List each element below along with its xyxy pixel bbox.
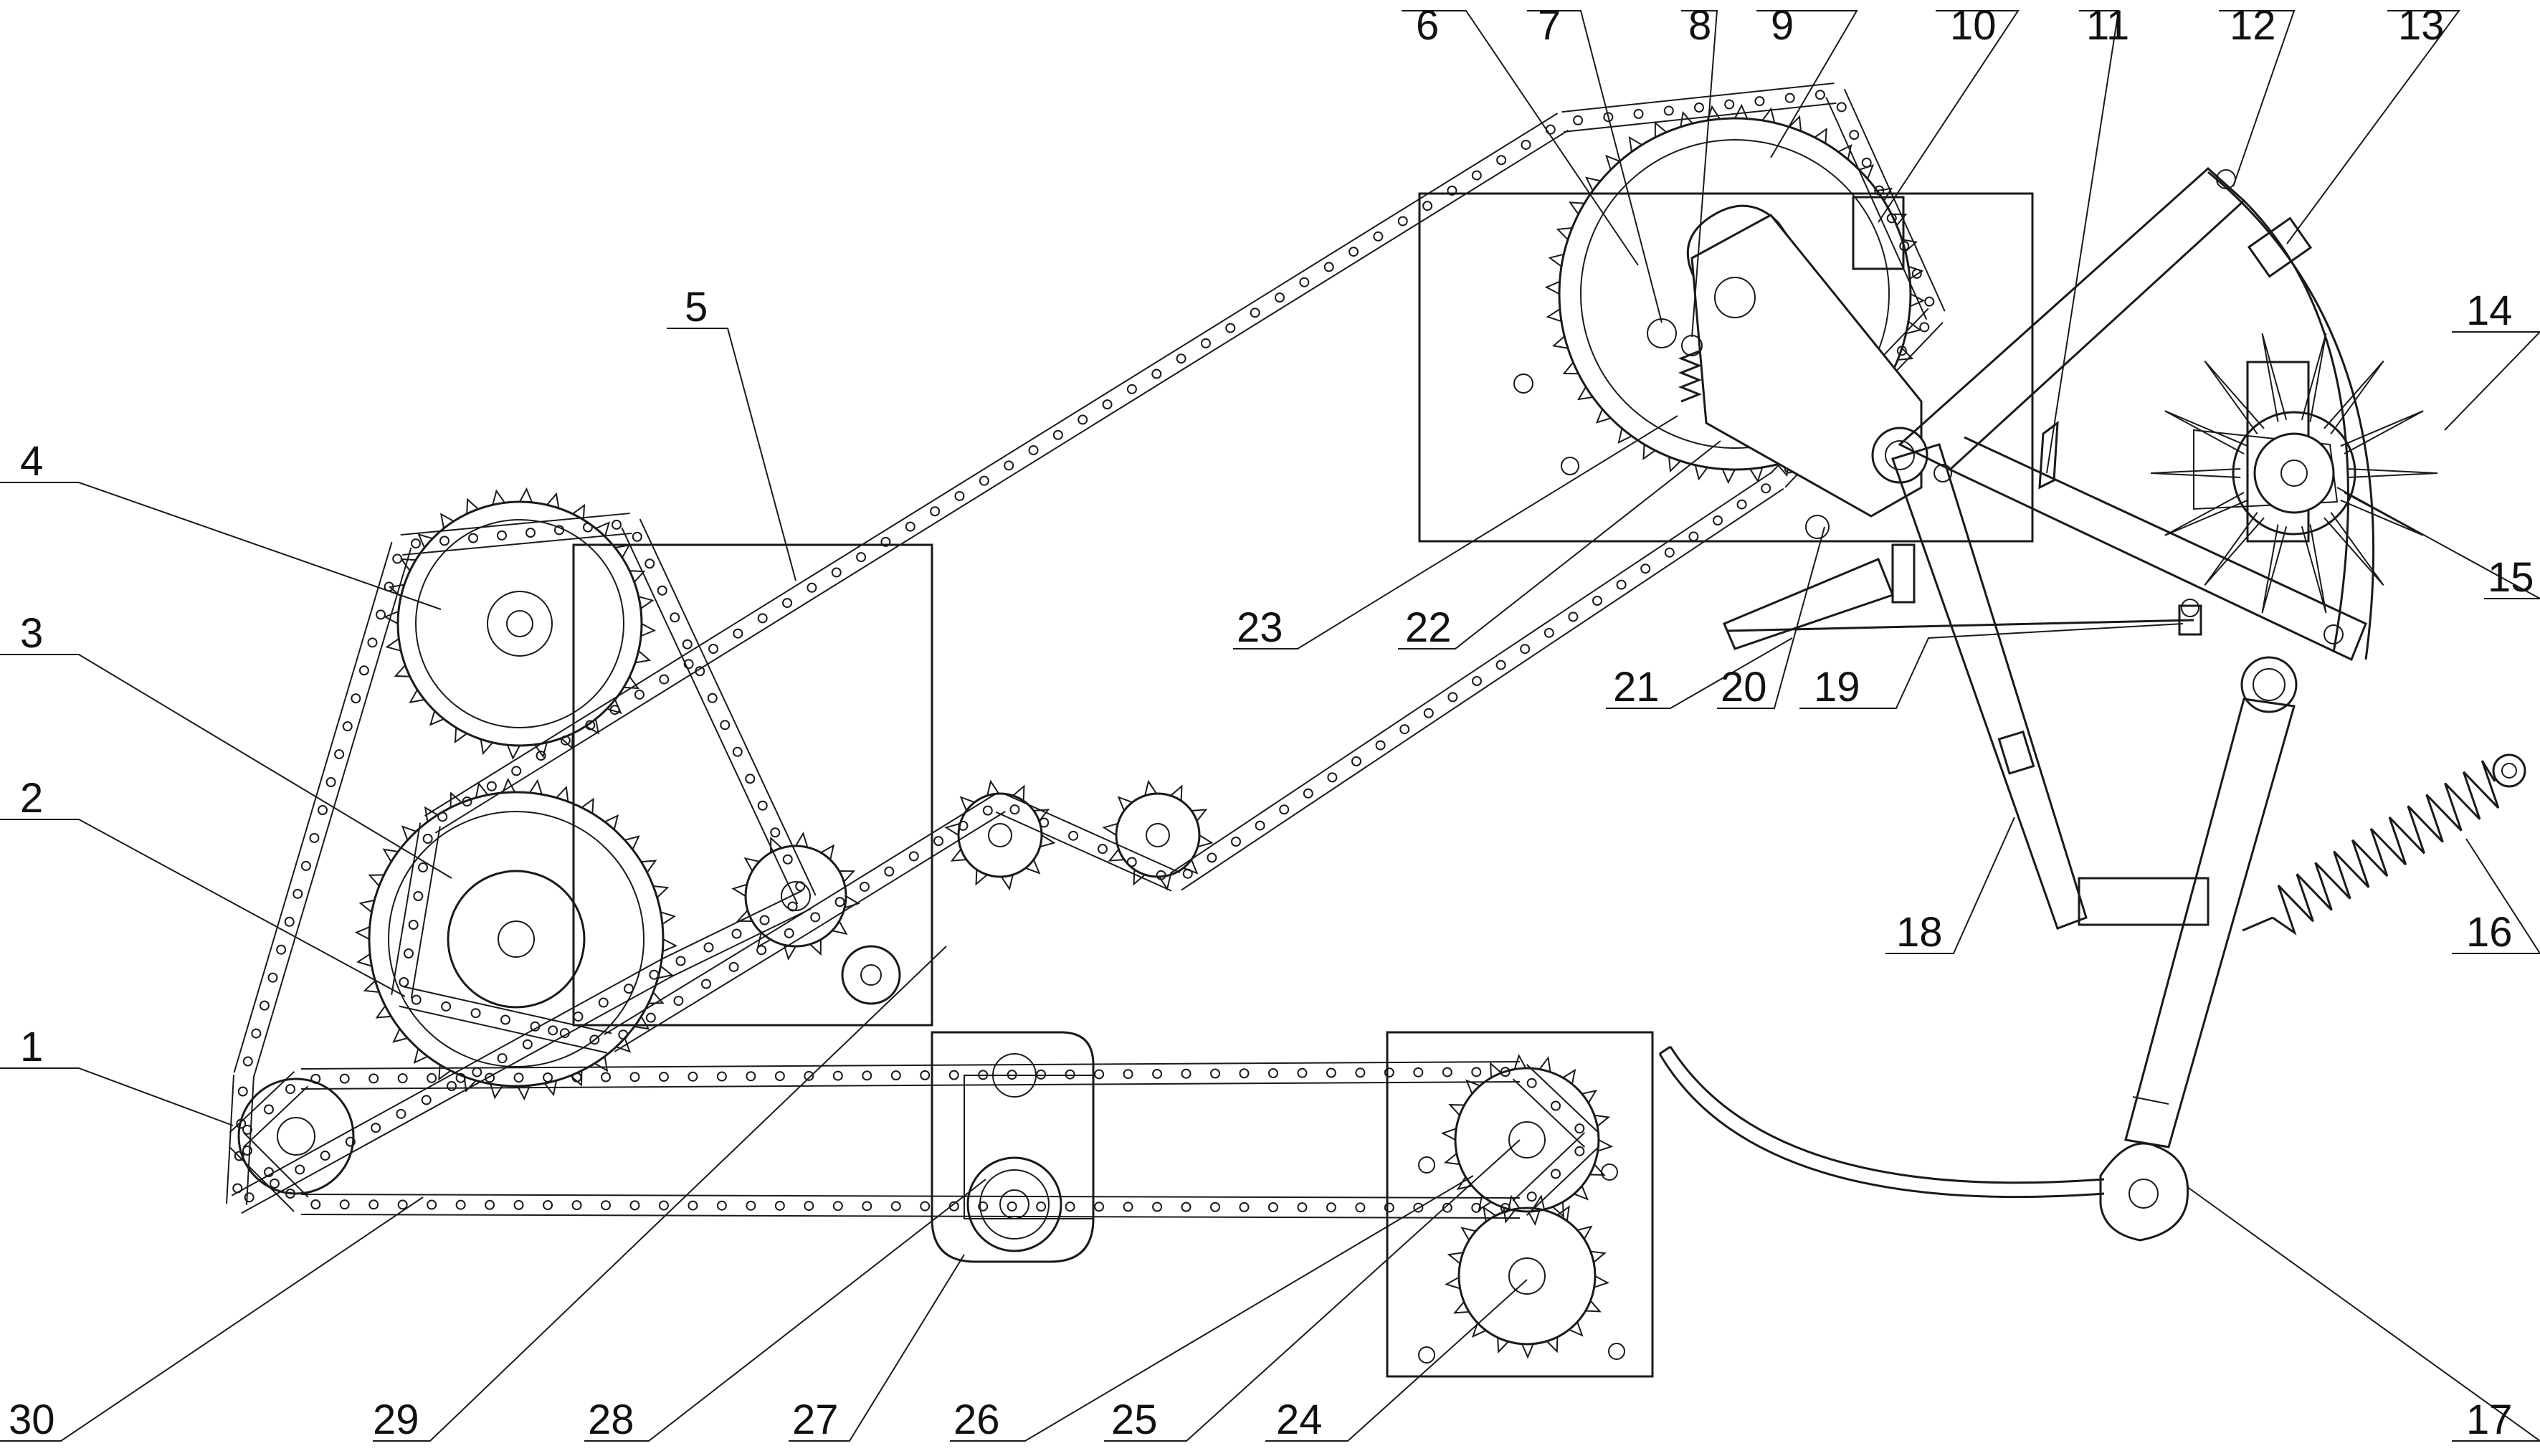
link-rod-18 xyxy=(1891,443,2210,930)
hub-15 xyxy=(2253,432,2335,514)
callout-13: 13 xyxy=(2398,2,2445,49)
gear-24 xyxy=(1457,1207,1597,1346)
rake-tines xyxy=(2150,333,2438,614)
callout-17: 17 xyxy=(2466,1396,2513,1443)
top-frame-plate xyxy=(1418,192,2034,543)
callout-8: 8 xyxy=(1688,2,1711,49)
bearing-bracket xyxy=(931,1031,1095,1263)
tine xyxy=(2261,333,2288,422)
chain-loop-3 xyxy=(229,1061,1599,1219)
tooth-ring xyxy=(354,777,678,1101)
callout-19: 19 xyxy=(1814,664,1860,710)
plate-20 xyxy=(1891,543,1916,604)
callout-16: 16 xyxy=(2466,909,2513,956)
sleeve-13 xyxy=(2247,217,2313,278)
callout-1: 1 xyxy=(20,1024,43,1070)
swing-arm xyxy=(2124,656,2298,1148)
callout-5: 5 xyxy=(685,284,708,330)
idler-sprocket-b xyxy=(957,792,1043,878)
tine xyxy=(2204,360,2265,434)
tooth-ring xyxy=(1445,1194,1610,1359)
small-tab-11 xyxy=(2038,420,2059,490)
tine xyxy=(2301,524,2327,614)
sprocket-2 xyxy=(368,791,665,1088)
callout-18: 18 xyxy=(1896,909,1943,956)
callout-20: 20 xyxy=(1721,664,1767,710)
tine xyxy=(2323,360,2384,434)
block-10 xyxy=(1852,196,1905,270)
callout-2: 2 xyxy=(20,775,43,822)
sprocket-4 xyxy=(396,500,643,747)
callout-15: 15 xyxy=(2488,554,2534,601)
callout-23: 23 xyxy=(1237,604,1283,651)
callout-10: 10 xyxy=(1950,2,1997,49)
callout-7: 7 xyxy=(1538,2,1561,49)
callout-3: 3 xyxy=(20,610,43,657)
pivot-hub xyxy=(1871,427,1952,484)
callout-labels: 1 2 3 4 5 6 7 8 9 10 11 12 13 14 15 16 1… xyxy=(9,2,2534,1443)
callout-26: 26 xyxy=(953,1396,1000,1443)
callout-12: 12 xyxy=(2230,2,2276,49)
callout-28: 28 xyxy=(588,1396,634,1443)
tine xyxy=(2301,333,2327,422)
callout-30: 30 xyxy=(9,1396,55,1443)
tine xyxy=(2164,410,2248,455)
tooth-ring xyxy=(383,487,657,761)
callout-14: 14 xyxy=(2466,287,2513,334)
tine xyxy=(2347,468,2438,478)
knife-holder-17 xyxy=(2099,1142,2189,1242)
tie-rod-19 xyxy=(1727,599,2202,636)
leader-lines xyxy=(0,10,2540,1442)
tine xyxy=(2323,512,2384,586)
tine xyxy=(2340,492,2424,536)
sprocket-3 xyxy=(447,870,586,1009)
bracket-21 xyxy=(1723,558,1894,650)
tooth-ring xyxy=(1440,1054,1614,1226)
tine xyxy=(2261,524,2288,614)
sprocket-1 xyxy=(237,1077,355,1195)
callout-25: 25 xyxy=(1111,1396,1158,1443)
callout-21: 21 xyxy=(1613,664,1660,710)
link-plate-22 xyxy=(1690,214,1923,539)
chain-loop-2 xyxy=(391,82,1946,1054)
callout-11: 11 xyxy=(2086,2,2129,49)
chain-loop-1 xyxy=(226,513,817,1214)
left-frame-plate xyxy=(572,543,933,1027)
compression-spring-16 xyxy=(2242,753,2526,936)
tine xyxy=(2340,410,2424,455)
callout-6: 6 xyxy=(1416,2,1439,49)
gearbox-plate xyxy=(1386,1031,1654,1378)
curved-blade xyxy=(1658,1045,2105,1199)
tooth-ring xyxy=(944,779,1056,891)
callout-24: 24 xyxy=(1276,1396,1323,1443)
bearing-29 xyxy=(841,945,901,1005)
callout-4: 4 xyxy=(20,438,43,485)
callout-22: 22 xyxy=(1405,604,1452,651)
tension-spring-7 xyxy=(1647,318,1703,403)
callout-27: 27 xyxy=(792,1396,839,1443)
tine xyxy=(2164,492,2248,536)
tine xyxy=(2150,468,2241,478)
bearing-27 xyxy=(966,1053,1062,1252)
callout-9: 9 xyxy=(1771,2,1794,49)
sprocket-teeth xyxy=(354,103,1926,1359)
callout-29: 29 xyxy=(373,1396,419,1443)
rake-frame-12 xyxy=(1898,166,2375,662)
tine xyxy=(2204,512,2265,586)
